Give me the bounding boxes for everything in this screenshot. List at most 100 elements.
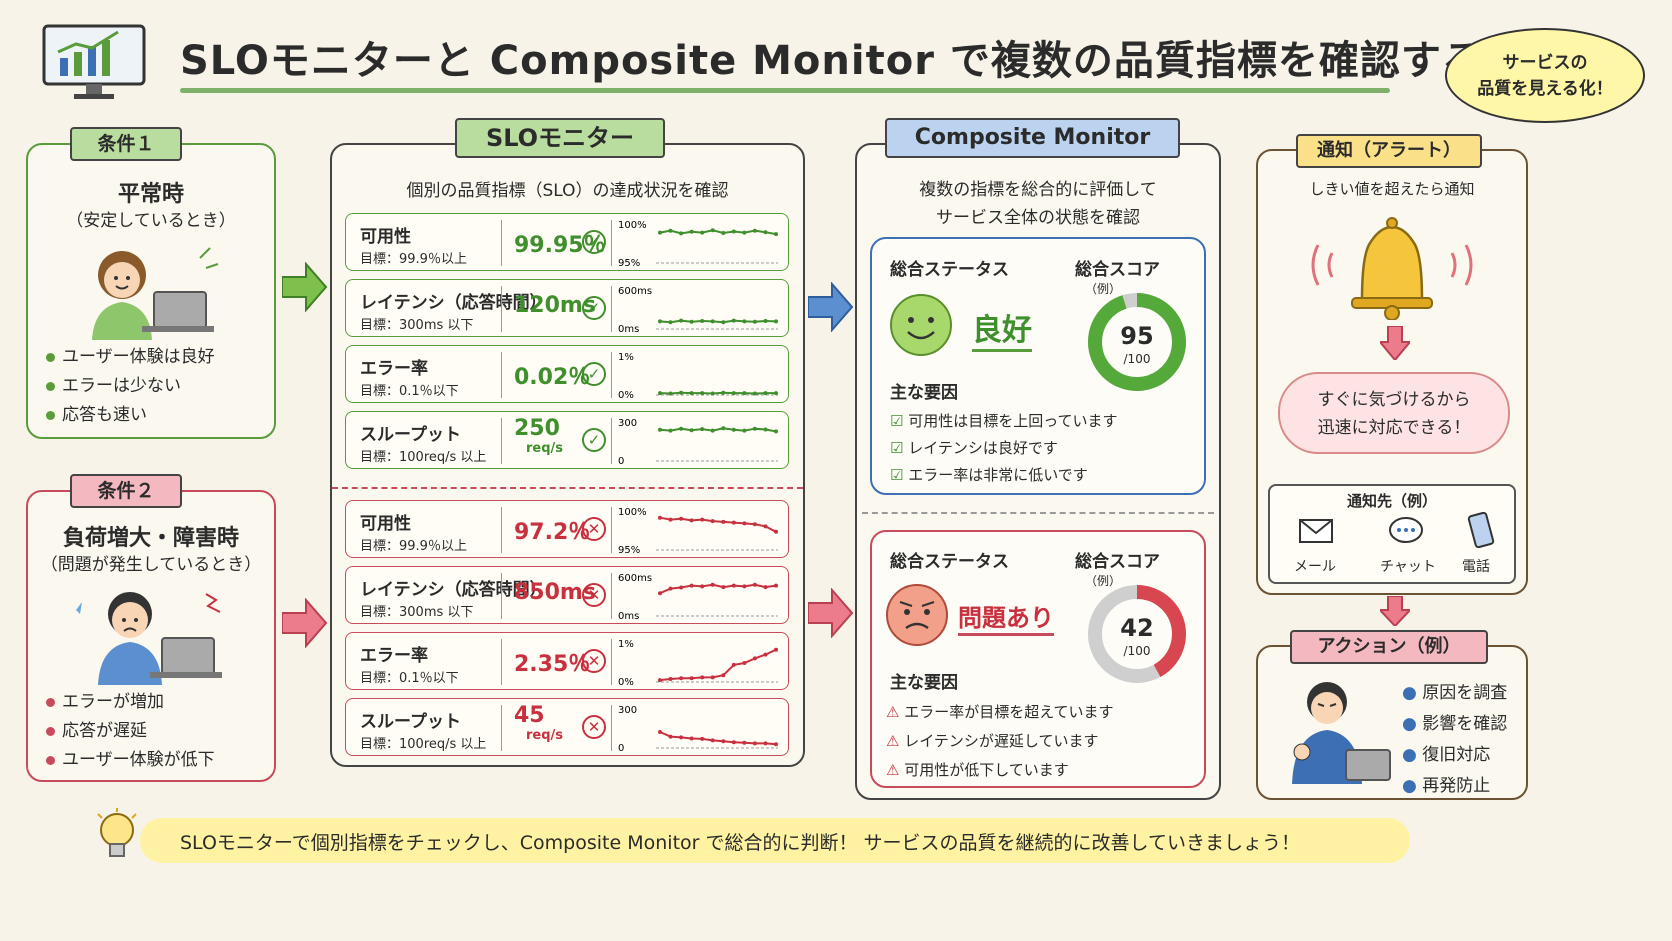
data-point [658,730,662,734]
bullet-dot-icon: ● [1402,714,1423,734]
data-point [668,586,673,591]
page-title: SLOモニターと Composite Monitor で複数の品質指標を確認する [180,38,1483,84]
check-icon: ☑ [890,439,909,457]
data-point [679,585,684,590]
metric-value-text: 97.2％ [514,520,591,545]
action-text: 復旧対応 [1422,745,1491,765]
row-divider [501,220,502,266]
data-point [774,647,778,652]
data-point [763,741,768,746]
score-issue-value: 42 [1120,614,1154,642]
data-point [710,675,715,680]
action-item: ● 再発防止 [1402,771,1507,802]
data-point [731,318,736,323]
status-good: 良好 [972,305,1032,352]
sparkline-chart: 1%0% [618,352,778,400]
data-point [731,520,736,525]
data-point [774,742,778,747]
data-point [752,522,757,527]
factor-text: レイテンシが遅延しています [904,732,1099,750]
data-point [774,429,778,434]
data-point [763,652,768,657]
score-gauge-good [1088,293,1186,391]
metric-label: エラー率 [360,646,428,666]
data-point [731,583,736,588]
axis-min-label: 0% [618,390,634,400]
condition-1-sub: （安定しているとき） [66,211,236,231]
axis-max-label: 100% [618,220,647,231]
metric-target: 目標：99.9％以上 [360,252,467,267]
data-point [700,675,705,680]
check-circle-icon: ✓ [582,362,606,386]
data-point [700,736,705,741]
notify-dest-title: 通知先（例） [1346,492,1437,510]
row-divider [501,705,502,751]
alert-cloud: すぐに気づけるから 迅速に対応できる！ [1278,372,1510,454]
data-point [689,428,694,433]
data-point [689,676,694,681]
axis-max-label: 600ms [618,573,652,584]
metric-value-text: 2.35％ [514,652,591,677]
data-point [679,676,684,681]
action-item: ● 復旧対応 [1402,740,1507,771]
data-point [700,319,705,323]
data-point [742,230,747,235]
factor-item: ☑ 可用性は目標を上回っています [890,408,1117,435]
x-circle-icon: ✕ [582,715,606,739]
row-divider [611,507,612,553]
chat-icon [1389,517,1423,543]
composite-desc-line-1: 複数の指標を総合的に評価して [919,180,1157,200]
data-point [658,515,662,520]
score-label: 総合スコア [1075,260,1160,280]
axis-min-label: 0% [618,677,634,687]
mail-icon [1299,519,1333,543]
metric-value: 0.02％ [514,359,590,391]
condition-1-heading: 平常時 [117,182,184,207]
composite-desc-line-2: サービス全体の状態を確認 [936,208,1140,228]
data-point [668,677,673,681]
data-point [689,736,694,741]
data-point [721,426,726,431]
data-point [700,230,705,235]
bubble-line-2: 品質を見える化！ [1477,79,1613,99]
factor-item: ⚠ 可用性が低下しています [886,756,1113,785]
data-point [710,428,715,433]
data-point [752,741,757,746]
factors-label: 主な要因 [890,383,958,403]
data-point [658,391,662,396]
data-point [721,231,726,235]
data-point [710,519,715,524]
data-point [742,319,747,324]
metric-value-text: 0.02％ [514,365,591,390]
bullet-dot-icon: ● [1402,745,1423,765]
metric-label: スループット [360,425,461,445]
composite-desc: 複数の指標を総合的に評価して サービス全体の状態を確認 [855,176,1221,232]
metric-label: エラー率 [360,359,428,379]
factors-issue-list: ⚠ エラー率が目標を超えています ⚠ レイテンシが遅延しています ⚠ 可用性が低… [886,698,1113,785]
condition-1-bullets: ユーザー体験は良好 エラーは少ない 応答も速い [44,343,215,430]
arrow-right-pink-icon-2 [808,588,854,638]
phone-icon [1467,512,1495,548]
series-line [659,731,777,746]
data-point [752,582,757,587]
data-point [752,426,757,431]
data-point [710,391,715,396]
condition-2-sub: （問題が発生しているとき） [40,555,262,575]
metric-target: 目標：300ms 以下 [360,605,474,620]
condition-1-tag: 条件１ [70,127,182,161]
data-point [763,585,768,590]
row-divider [611,286,612,332]
data-point [721,585,726,590]
metric-unit: req/s [526,728,564,743]
factor-text: 可用性が低下しています [904,761,1069,779]
worried-face-icon [886,584,948,646]
x-circle-icon: ✕ [582,517,606,541]
data-point [721,673,726,678]
data-point [679,231,684,236]
data-point [763,427,768,432]
data-point [679,516,684,521]
data-point [774,583,778,588]
